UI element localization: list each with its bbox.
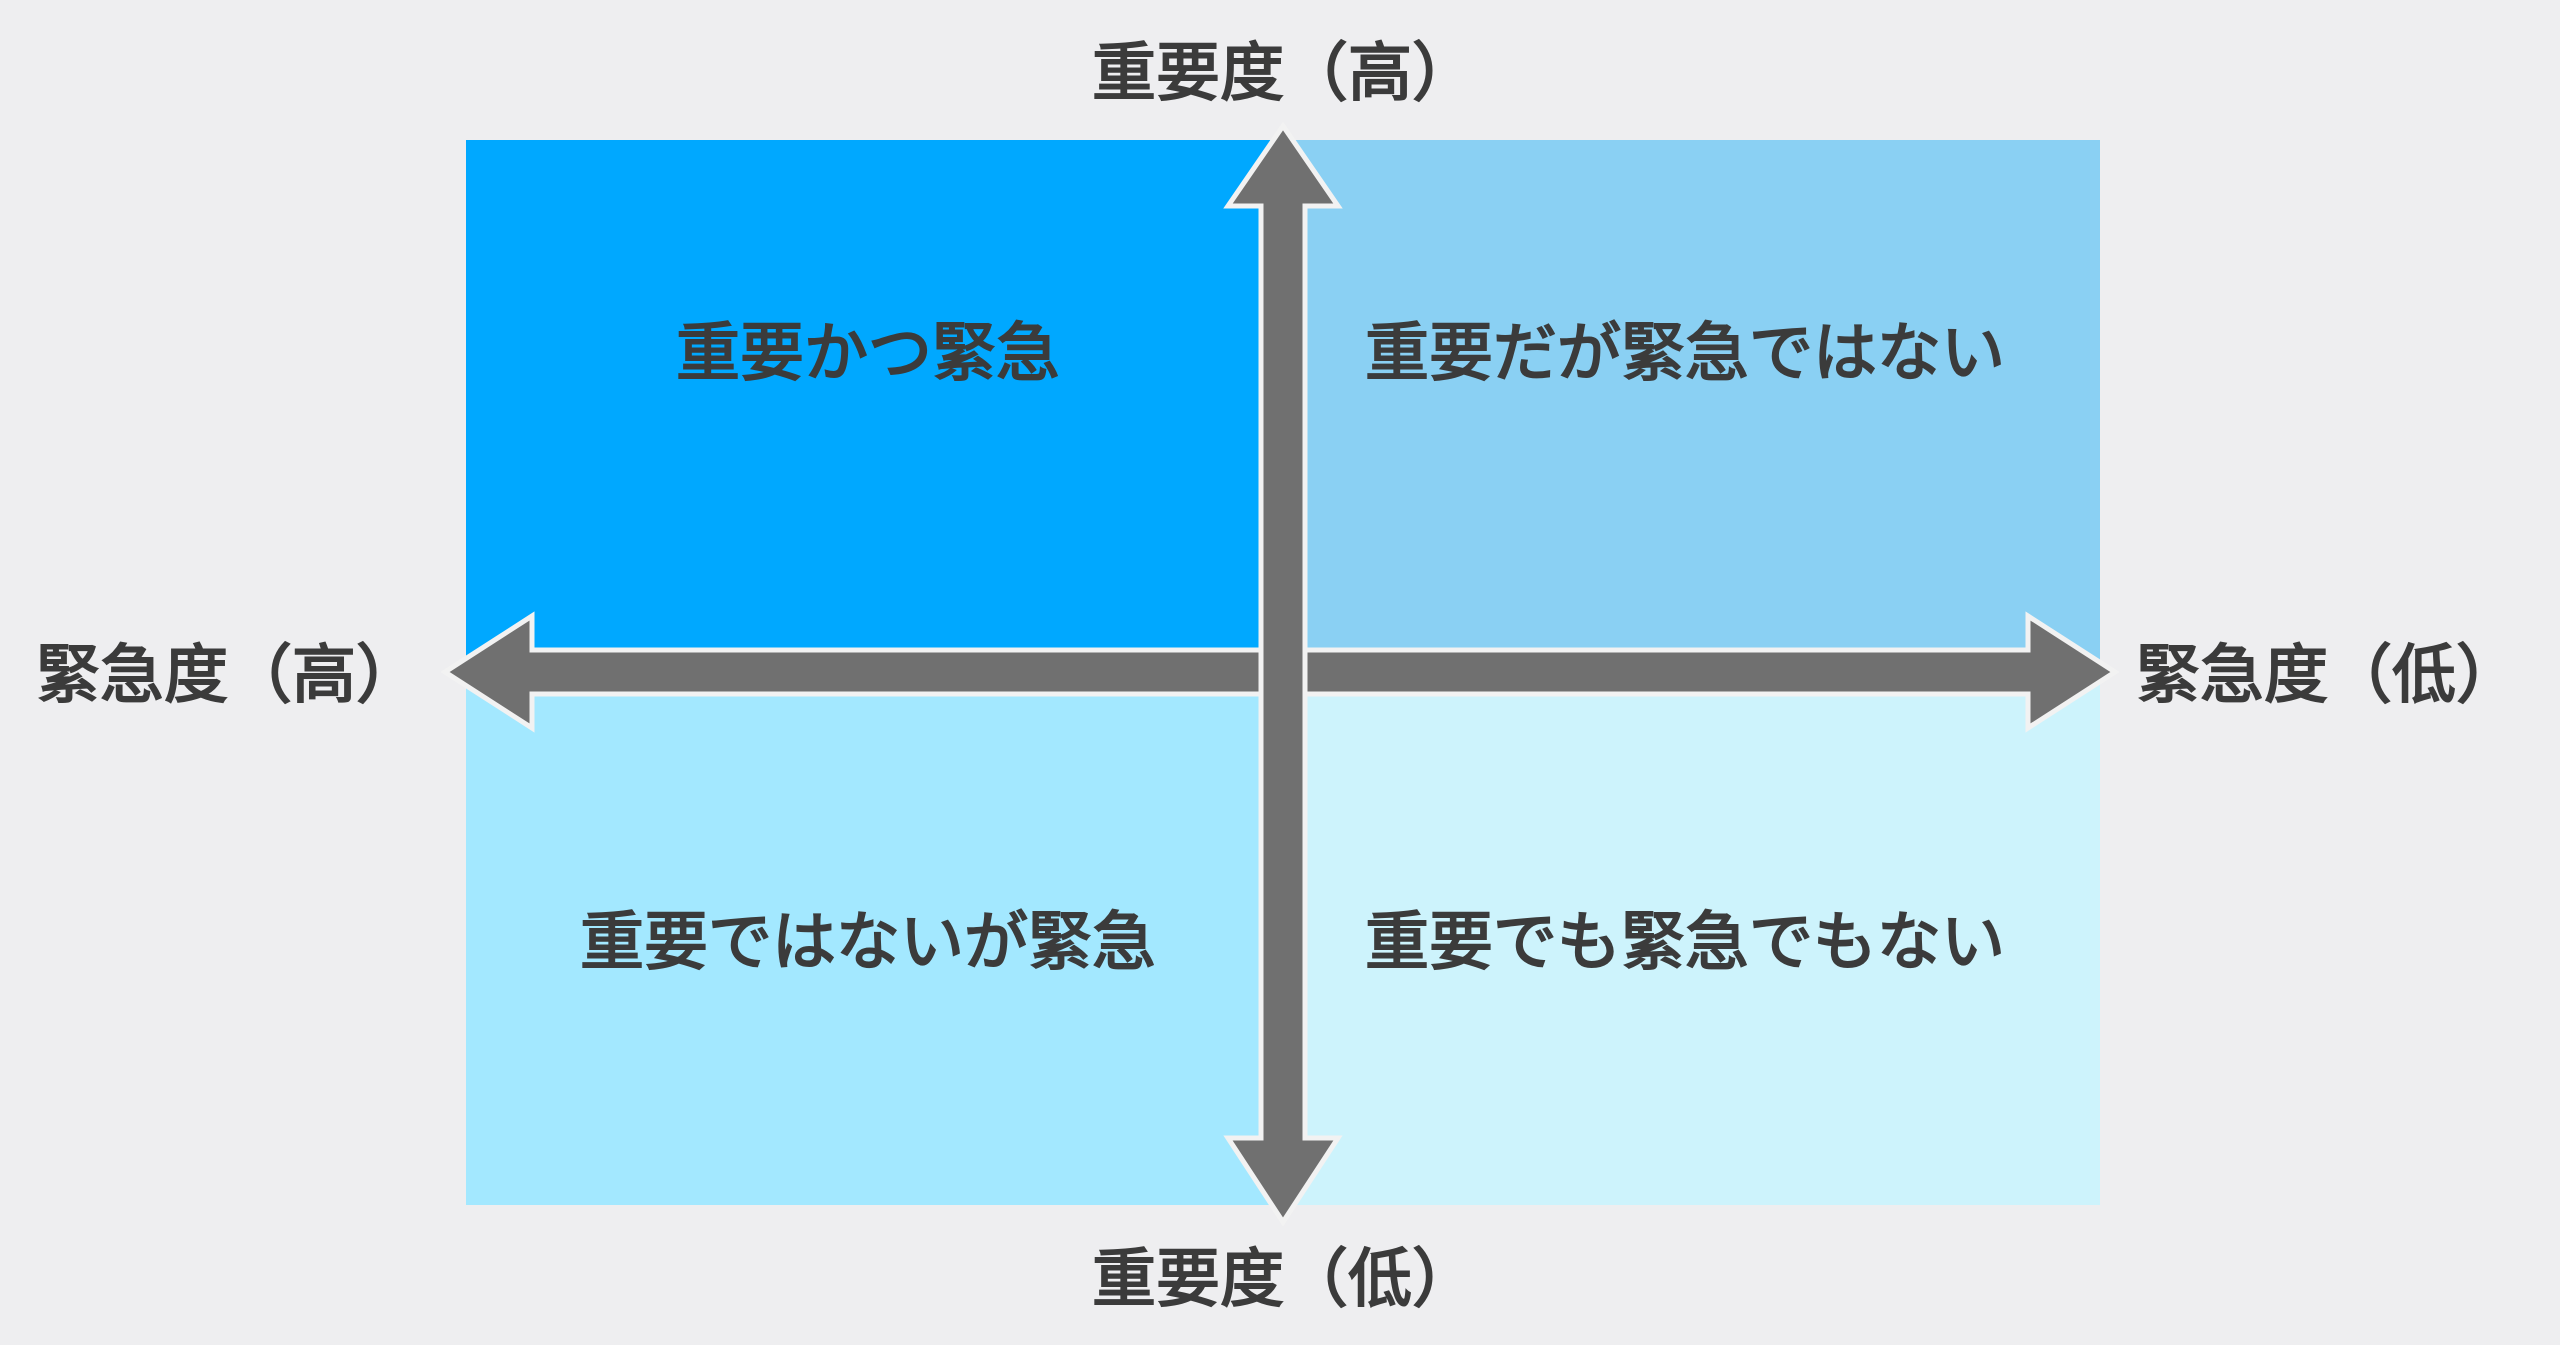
- axis-label-importance-high: 重要度（高）: [1092, 37, 1476, 111]
- axis-label-urgency-low: 緊急度（低）: [2136, 639, 2520, 713]
- quadrant-important-not-urgent: 重要だが緊急ではない: [1270, 140, 2100, 660]
- quadrant-not-important-urgent: 重要ではないが緊急: [466, 660, 1270, 1205]
- quadrant-label-not-important-not-urgent: 重要でも緊急でもない: [1365, 905, 2005, 980]
- quadrant-label-important-not-urgent: 重要だが緊急ではない: [1365, 317, 2005, 391]
- quadrant-label-important-urgent: 重要かつ緊急: [676, 317, 1060, 391]
- axis-label-urgency-high: 緊急度（高）: [36, 639, 420, 713]
- quadrant-label-not-important-urgent: 重要ではないが緊急: [580, 905, 1156, 980]
- axis-label-importance-low: 重要度（低）: [1092, 1243, 1476, 1317]
- quadrant-important-urgent: 重要かつ緊急: [466, 140, 1270, 660]
- quadrant-not-important-not-urgent: 重要でも緊急でもない: [1270, 660, 2100, 1205]
- importance-axis-arrow: [1223, 121, 1343, 1227]
